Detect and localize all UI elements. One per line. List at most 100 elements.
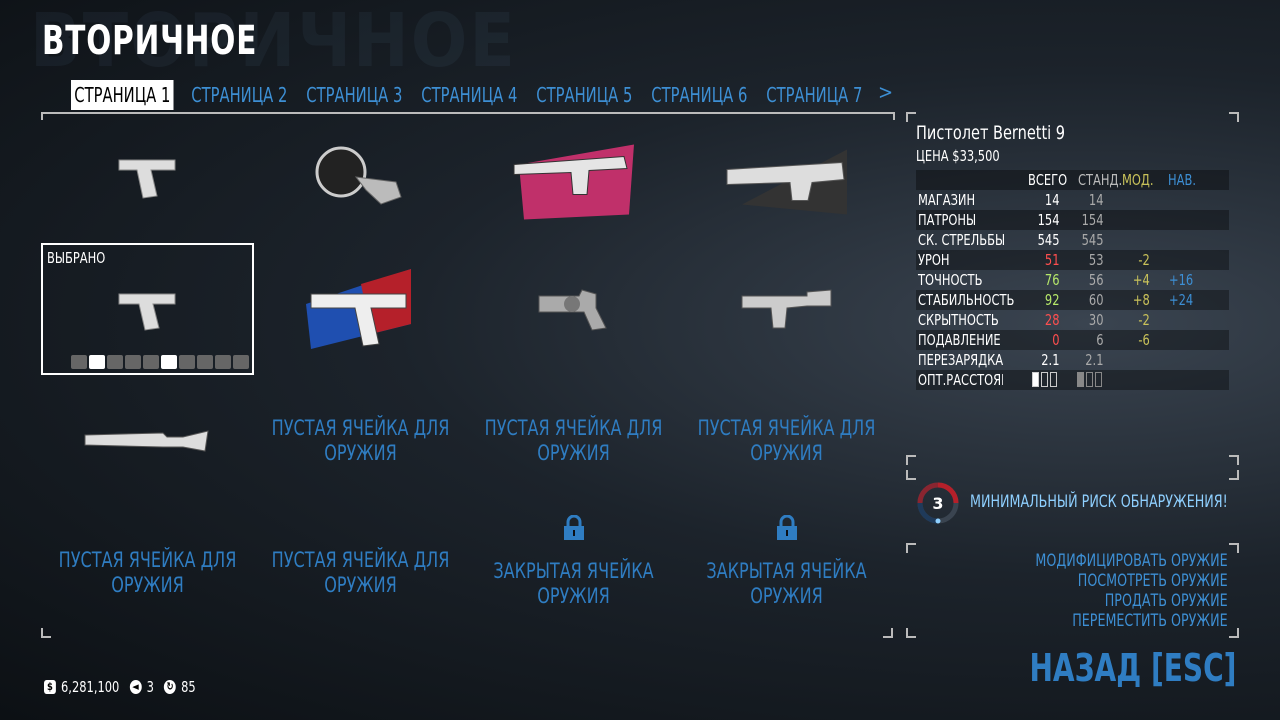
currency-bar: $ 6,281,100 ◄ 3 ↻ 85 (44, 678, 196, 696)
header-std: СТАНД. (1078, 171, 1123, 189)
stat-total: 76 (1044, 271, 1060, 289)
frame-corner (906, 112, 916, 122)
rifle-pink-skin-icon (513, 144, 634, 220)
weapon-slot-7[interactable] (467, 243, 680, 375)
empty-slot[interactable]: ПУСТАЯ ЯЧЕЙКА ДЛЯ ОРУЖИЯ (254, 507, 467, 639)
stat-label: ТОЧНОСТЬ (918, 271, 983, 289)
weapon-actions: МОДИФИЦИРОВАТЬ ОРУЖИЕ ПОСМОТРЕТЬ ОРУЖИЕ … (996, 551, 1228, 631)
background-title: ВТОРИЧНОЕ (30, 0, 517, 84)
weapon-mod-icons (71, 355, 249, 369)
stat-total: 92 (1044, 291, 1060, 309)
stat-mod: +8 (1132, 291, 1150, 309)
modify-weapon-button[interactable]: МОДИФИЦИРОВАТЬ ОРУЖИЕ (1035, 551, 1228, 571)
locked-slot[interactable]: ЗАКРЫТАЯ ЯЧЕЙКА ОРУЖИЯ (680, 507, 893, 639)
stat-label: ПЕРЕЗАРЯДКА (918, 351, 1004, 369)
stat-total: 51 (1044, 251, 1060, 269)
header-mod: МОД. (1122, 171, 1154, 189)
coins-icon: ◄ (129, 680, 142, 694)
sell-weapon-button[interactable]: ПРОДАТЬ ОРУЖИЕ (1105, 591, 1228, 611)
stat-std: 154 (1081, 211, 1104, 229)
mod-icon (71, 355, 87, 369)
header-skill: НАВ. (1168, 171, 1196, 189)
frame-corner (1229, 470, 1239, 480)
empty-slot-label: ПУСТАЯ ЯЧЕЙКА ДЛЯ ОРУЖИЯ (484, 416, 663, 465)
tab-page-2[interactable]: СТРАНИЦА 2 (191, 83, 288, 107)
stat-label: ОПТ.РАССТОЯНИЕ (918, 371, 1003, 389)
tab-page-6[interactable]: СТРАНИЦА 6 (651, 83, 748, 107)
empty-slot-label: ПУСТАЯ ЯЧЕЙКА ДЛЯ ОРУЖИЯ (697, 416, 876, 465)
frame-corner (1229, 628, 1239, 638)
weapon-slot-9[interactable] (41, 375, 254, 507)
stat-label: СТАБИЛЬНОСТЬ (918, 291, 1015, 309)
stat-total: 545 (1037, 231, 1060, 249)
stat-skill: +16 (1168, 271, 1194, 289)
stat-std: 60 (1088, 291, 1104, 309)
mod-icon (89, 355, 105, 369)
weapon-name: Пистолет Bernetti 9 (916, 122, 1066, 144)
weapon-slot-6[interactable] (254, 243, 467, 375)
revolver-icon (538, 289, 607, 331)
pistol-flag-skin-icon (305, 269, 411, 349)
stat-mod: -2 (1138, 251, 1150, 269)
stat-total: 14 (1044, 191, 1060, 209)
preview-weapon-button[interactable]: ПОСМОТРЕТЬ ОРУЖИЕ (1078, 571, 1228, 591)
locked-slot-label: ЗАКРЫТАЯ ЯЧЕЙКА ОРУЖИЯ (493, 558, 654, 608)
tab-page-5[interactable]: СТРАНИЦА 5 (536, 83, 633, 107)
tab-page-7[interactable]: СТРАНИЦА 7 (766, 83, 863, 107)
stat-row: УРОН 51 53 -2 (916, 250, 1229, 270)
frame-corner (883, 628, 893, 638)
stat-row: ПАТРОНЫ 154 154 (916, 210, 1229, 230)
tab-page-4[interactable]: СТРАНИЦА 4 (421, 83, 518, 107)
stat-total: 154 (1037, 211, 1060, 229)
empty-slot[interactable]: ПУСТАЯ ЯЧЕЙКА ДЛЯ ОРУЖИЯ (41, 507, 254, 639)
tab-page-1[interactable]: СТРАНИЦА 1 (71, 80, 174, 110)
weapon-slot-1[interactable] (41, 111, 254, 243)
stat-row: МАГАЗИН 14 14 (916, 190, 1229, 210)
empty-slot-label: ПУСТАЯ ЯЧЕЙКА ДЛЯ ОРУЖИЯ (58, 548, 237, 597)
weapon-slot-8[interactable] (680, 243, 893, 375)
move-weapon-button[interactable]: ПЕРЕМЕСТИТЬ ОРУЖИЕ (1072, 611, 1228, 631)
coins-value: 3 (146, 678, 154, 696)
weapon-slot-2[interactable] (254, 111, 467, 243)
stat-std: 6 (1096, 331, 1104, 349)
locked-slot[interactable]: ЗАКРЫТАЯ ЯЧЕЙКА ОРУЖИЯ (467, 507, 680, 639)
stat-row: ТОЧНОСТЬ 76 56 +4 +16 (916, 270, 1229, 290)
weapon-slot-4[interactable] (680, 111, 893, 243)
stat-label: ПОДАВЛЕНИЕ (918, 331, 1001, 349)
next-tabs-arrow[interactable]: > (878, 80, 894, 104)
stat-row: ПОДАВЛЕНИЕ 0 6 -6 (916, 330, 1229, 350)
grid-top-border (41, 112, 893, 116)
points-icon: ↻ (164, 680, 176, 694)
stats-header-row: ВСЕГО СТАНД. МОД. НАВ. (916, 170, 1229, 190)
stat-mod: +4 (1132, 271, 1150, 289)
empty-slot[interactable]: ПУСТАЯ ЯЧЕЙКА ДЛЯ ОРУЖИЯ (254, 375, 467, 507)
stat-std: 14 (1088, 191, 1104, 209)
stats-table: ВСЕГО СТАНД. МОД. НАВ. МАГАЗИН 14 14 ПАТ… (916, 170, 1229, 390)
mod-icon (215, 355, 231, 369)
stat-row: ПЕРЕЗАРЯДКА 2.1 2.1 (916, 350, 1229, 370)
stat-skill: +24 (1168, 291, 1194, 309)
smg-grey-skin-icon (726, 149, 847, 215)
tab-page-3[interactable]: СТРАНИЦА 3 (306, 83, 403, 107)
stat-std: 53 (1088, 251, 1104, 269)
mod-icon (107, 355, 123, 369)
stat-mod: -2 (1138, 311, 1150, 329)
money-icon: $ (44, 680, 56, 694)
stat-row: СТАБИЛЬНОСТЬ 92 60 +8 +24 (916, 290, 1229, 310)
mod-icon (125, 355, 141, 369)
empty-slot[interactable]: ПУСТАЯ ЯЧЕЙКА ДЛЯ ОРУЖИЯ (467, 375, 680, 507)
stat-std: 56 (1088, 271, 1104, 289)
weapon-slot-selected[interactable]: ВЫБРАНО (41, 243, 254, 375)
back-button[interactable]: НАЗАД [ESC] (1028, 646, 1236, 690)
stat-row: СК. СТРЕЛЬБЫ 545 545 (916, 230, 1229, 250)
empty-slot[interactable]: ПУСТАЯ ЯЧЕЙКА ДЛЯ ОРУЖИЯ (680, 375, 893, 507)
stat-row: СКРЫТНОСТЬ 28 30 -2 (916, 310, 1229, 330)
frame-corner (1229, 543, 1239, 553)
stat-std: 30 (1088, 311, 1104, 329)
frame-corner (906, 628, 916, 638)
stat-std: 545 (1081, 231, 1104, 249)
lock-icon (563, 515, 584, 540)
weapon-slot-3[interactable] (467, 111, 680, 243)
mod-icon (197, 355, 213, 369)
weapon-price: ЦЕНА $33,500 (916, 147, 1000, 165)
